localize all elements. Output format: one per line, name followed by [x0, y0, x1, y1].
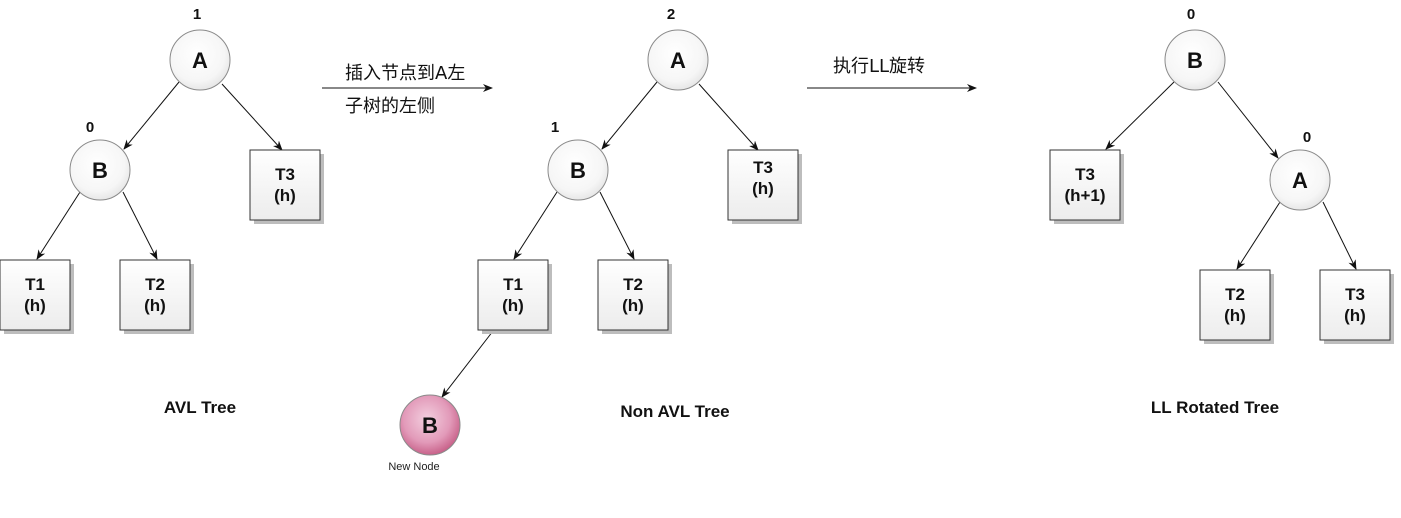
- tree-node-a: A: [1269, 149, 1331, 211]
- subtree-name: T1: [503, 275, 523, 294]
- subtree-t1: T1 (h): [0, 259, 74, 334]
- subtree-name: T3: [1345, 285, 1365, 304]
- subtree-t3: T3 (h): [727, 149, 802, 224]
- subtree-height: (h): [144, 296, 166, 315]
- tree-caption: AVL Tree: [164, 398, 236, 417]
- balance-factor: 0: [1303, 129, 1311, 146]
- edge-a-t3: [1322, 201, 1357, 270]
- transition-label-line2: 子树的左侧: [345, 96, 435, 117]
- edge-b-t2: [122, 191, 158, 260]
- subtree-height: (h): [752, 179, 774, 198]
- node-label: B: [570, 158, 586, 183]
- node-label: B: [1187, 48, 1203, 73]
- subtree-t3: T3 (h): [249, 149, 324, 224]
- node-label: A: [192, 48, 208, 73]
- edge-a-t2: [1236, 201, 1281, 270]
- subtree-name: T3: [753, 158, 773, 177]
- edge-a-b: [123, 81, 180, 150]
- subtree-name: T1: [25, 275, 45, 294]
- edge-b-t1: [36, 191, 81, 260]
- subtree-t2: T2 (h): [119, 259, 194, 334]
- balance-factor: 0: [86, 119, 94, 136]
- transition-rotate: 执行LL旋转: [807, 56, 977, 92]
- transition-label-line1: 执行LL旋转: [833, 56, 925, 77]
- subtree-name: T3: [1075, 165, 1095, 184]
- subtree-name: T2: [623, 275, 643, 294]
- tree-node-b: B: [1164, 29, 1226, 91]
- subtree-t1: T1 (h): [477, 259, 552, 334]
- edge-a-t3: [221, 83, 283, 151]
- subtree-height: (h): [1224, 306, 1246, 325]
- subtree-t2: T2 (h): [597, 259, 672, 334]
- edge-b-a: [1217, 81, 1279, 159]
- subtree-height: (h): [1344, 306, 1366, 325]
- new-node: B: [399, 394, 461, 456]
- edge-b-t1: [513, 191, 558, 260]
- balance-factor: 1: [551, 119, 559, 136]
- transition-label-line1: 插入节点到A左: [345, 63, 465, 84]
- balance-factor: 0: [1187, 6, 1195, 23]
- subtree-height: (h): [622, 296, 644, 315]
- edge-b-t2: [599, 191, 635, 260]
- non-avl-tree: A 2 B 1 T3 (h) T1 (h) T2 (h) B: [388, 6, 802, 473]
- subtree-name: T2: [145, 275, 165, 294]
- subtree-t2: T2 (h): [1199, 269, 1274, 344]
- tree-node-b: B: [69, 139, 131, 201]
- ll-rotated-tree: B 0 A 0 T3 (h+1) T2 (h) T3 (h) LL Rotate…: [1049, 6, 1394, 417]
- tree-caption: LL Rotated Tree: [1151, 398, 1279, 417]
- tree-node-a: A: [169, 29, 231, 91]
- edge-a-b: [601, 81, 658, 150]
- node-label: A: [1292, 168, 1308, 193]
- subtree-t3: T3 (h): [1319, 269, 1394, 344]
- subtree-t3-left: T3 (h+1): [1049, 149, 1124, 224]
- subtree-name: T2: [1225, 285, 1245, 304]
- subtree-name: T3: [275, 165, 295, 184]
- subtree-height: (h+1): [1064, 186, 1105, 205]
- edge-a-t3: [698, 83, 759, 151]
- tree-caption: Non AVL Tree: [620, 402, 729, 421]
- node-label: B: [92, 158, 108, 183]
- new-node-caption: New Node: [388, 461, 439, 473]
- transition-insert: 插入节点到A左 子树的左侧: [322, 63, 493, 117]
- node-label: B: [422, 413, 438, 438]
- tree-node-a: A: [647, 29, 709, 91]
- tree-node-b: B: [547, 139, 609, 201]
- balance-factor: 1: [193, 6, 201, 23]
- subtree-height: (h): [24, 296, 46, 315]
- avl-tree: A 1 B 0 T3 (h) T1 (h) T2 (h): [0, 6, 324, 417]
- subtree-height: (h): [502, 296, 524, 315]
- subtree-height: (h): [274, 186, 296, 205]
- edge-b-t3: [1105, 81, 1175, 150]
- node-label: A: [670, 48, 686, 73]
- edge-t1-new-node: [441, 330, 494, 398]
- balance-factor: 2: [667, 6, 675, 23]
